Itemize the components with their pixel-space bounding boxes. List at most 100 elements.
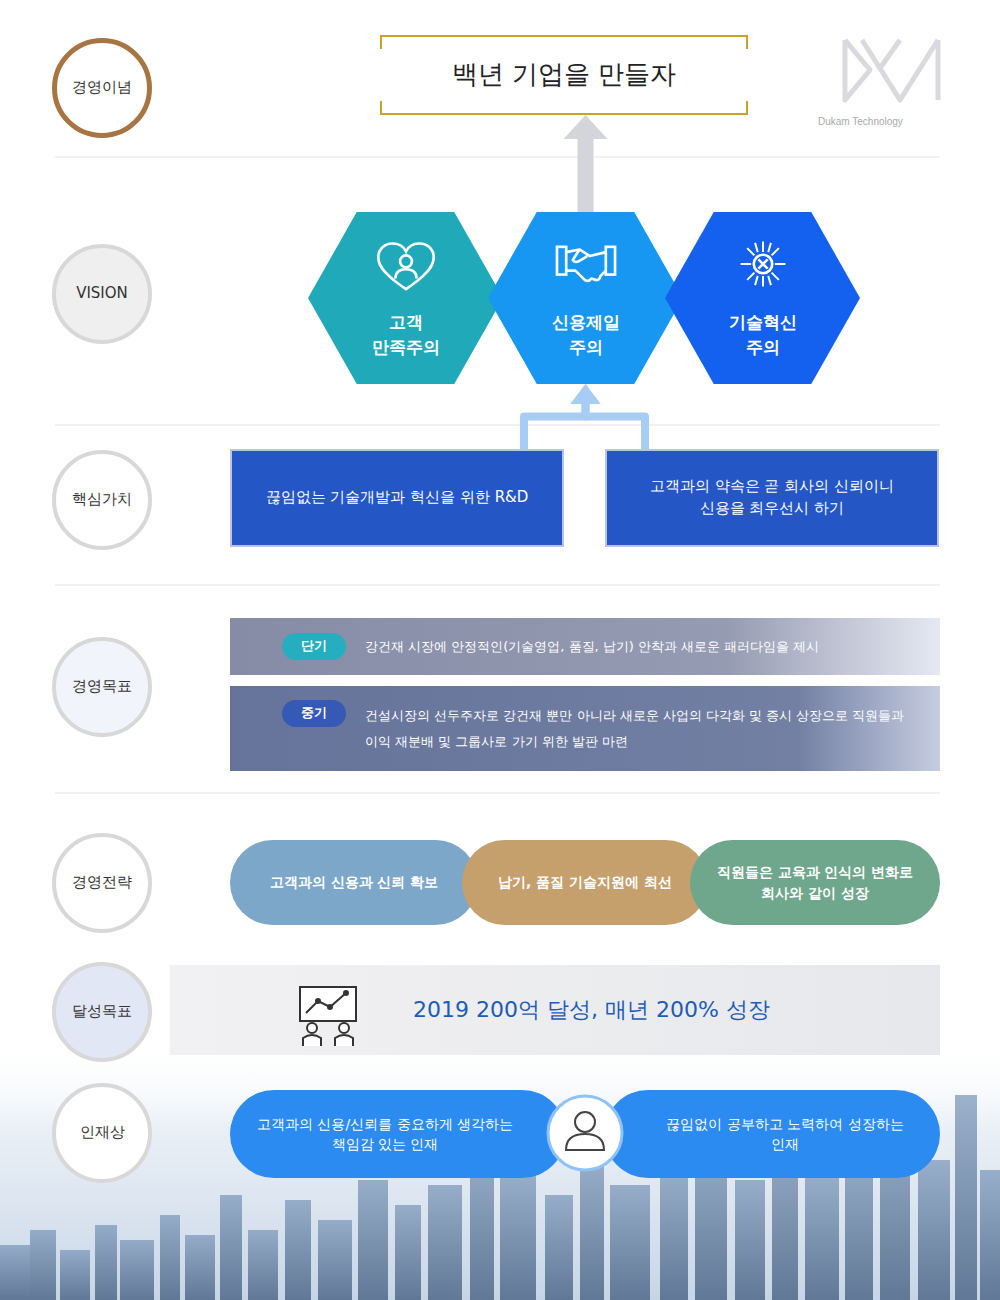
vision-icon-stroke [572,249,587,262]
skyline-part-part [318,1220,352,1300]
vision-hexagon: 기술혁신 주의 [665,212,860,384]
node-text: 경영전략 [72,872,132,894]
node-text: 건설시장의 선두주자로 강건재 뿐만 아니라 새로운 사업의 다각화 및 증시 … [365,703,920,755]
vision-icon-stroke [566,249,606,280]
skyline-part [0,1040,1000,1300]
goal-band: 강건재 시장에 안정적인(기술영업, 품질, 납기) 안착과 새로운 패러다임을… [230,618,940,675]
row-label-circle: 핵심가치 [52,450,152,550]
flow-line [578,138,594,212]
skyline [0,1040,1000,1300]
node-text: 2019 200억 달성, 매년 200% 성장 [413,994,770,1026]
skyline-part-part [428,1185,462,1300]
skyline-part-part [395,1205,421,1300]
vision-icon [730,236,796,292]
skyline-part-part [220,1195,242,1300]
core-value-box: 고객과의 약속은 곧 회사의 신뢰이니 신용을 최우선시 하기 [605,449,939,547]
node-text: 끊임없이 공부하고 노력하여 성장하는 인재 [654,1114,916,1155]
skyline-part-part [500,1175,536,1300]
node-text: 고객과의 신용/신뢰를 중요하게 생각하는 책임감 있는 인재 [254,1114,516,1155]
strategy-pill: 납기, 품질 기술지원에 최선 [462,840,708,925]
row-separators-part [55,425,940,426]
vision-icon-stroke [753,255,771,273]
vision-icon [553,236,619,292]
goal-band: 건설시장의 선두주자로 강건재 뿐만 아니라 새로운 사업의 다각화 및 증시 … [230,686,940,771]
row-label-circle: 인재상 [52,1083,152,1183]
vision-hexagon: 신용제일 주의 [488,212,683,384]
flow-arrow [571,384,646,449]
vision-icon-stroke [378,244,433,290]
hexagon-outline [665,212,860,384]
bracket-line [381,36,747,114]
hexagon-fill [308,212,503,384]
term-pill: 중기 [282,700,346,727]
person-icon-part [566,1134,604,1150]
skyline-part-part [30,1230,56,1300]
row-label-circle: VISION [52,244,152,344]
node-text: 고객 만족주의 [360,310,452,359]
skyline-part-part [95,1225,117,1300]
node-text: 핵심가치 [72,489,132,511]
vision-icon [373,236,439,292]
skyline-part-part [660,1170,688,1300]
vision-icon-stroke [556,247,565,275]
flow-line [524,403,586,449]
skyline-part-part [248,1230,278,1300]
row-separators-part [55,157,940,158]
row-label-circle: 달성목표 [52,962,152,1062]
logo-watermark: Dukam Technology [818,116,903,127]
skyline-part-part [160,1215,180,1300]
vision-icon-stroke [400,255,412,267]
vision-hexagon: 고객 만족주의 [308,212,503,384]
node-text: 달성목표 [72,1001,132,1023]
skyline-part-part [120,1240,154,1300]
talent-pill: 고객과의 신용/신뢰를 중요하게 생각하는 책임감 있는 인재 [230,1090,566,1178]
core-value-box: 끊임없는 기술개발과 혁신을 위한 R&D [230,449,564,547]
skyline-part-part [610,1185,650,1300]
arrow-head [564,115,608,139]
flow-arrow [564,115,608,212]
skyline-part-part [805,1175,839,1300]
node-text: 단기 [301,637,327,656]
row-separators [55,157,940,793]
vision-icon-stroke [395,269,416,278]
skyline-part-part [285,1200,311,1300]
node-text: 중기 [301,704,327,723]
node-text: 납기, 품질 기술지원에 최선 [498,872,672,892]
node-text: 고객과의 약속은 곧 회사의 신뢰이니 신용을 최우선시 하기 [631,476,913,520]
vision-icon-stroke [605,247,614,275]
skyline-part-part [60,1250,90,1300]
person-icon-part [575,1112,595,1132]
node-text: 백년 기업을 만들자 [452,56,677,94]
row-label-circle: 경영전략 [52,833,152,933]
hexagon-fill [488,212,683,384]
row-separators-part [55,793,940,794]
hexagon-outline [488,212,683,384]
philosophy-box: 백년 기업을 만들자 [380,35,748,115]
company-logo-part [880,40,900,68]
node-text: 고객과의 신용과 신뢰 확보 [270,872,439,892]
node-text: 경영목표 [72,676,132,698]
company-logo-part [936,40,941,100]
skyline-part-part [735,1180,765,1300]
row-label-circle: 경영이념 [52,38,152,138]
skyline-part-part [955,1095,977,1300]
node-text: 기술혁신 주의 [717,310,809,359]
skyline-part-part [185,1235,215,1300]
node-text: 끊임없는 기술개발과 혁신을 위한 R&D [266,487,529,509]
row-label-circle: 경영목표 [52,637,152,737]
flow-line [586,403,646,449]
node-text: VISION [76,283,128,305]
skyline-part-part [358,1180,388,1300]
company-logo [845,40,938,100]
skyline-part-part [580,1160,604,1300]
target-band: 2019 200억 달성, 매년 200% 성장 [170,965,940,1055]
term-pill: 단기 [282,633,346,660]
talent-pill: 끊임없이 공부하고 노력하여 성장하는 인재 [604,1090,940,1178]
vision-icon-stroke [758,259,767,268]
row-separators-part [55,585,940,586]
strategy-pill: 직원들은 교육과 인식의 변화로 회사와 같이 성장 [690,840,940,925]
hexagon-outline [308,212,503,384]
skyline-part-part [980,1170,1000,1300]
node-text: 직원들은 교육과 인식의 변화로 회사와 같이 성장 [714,862,916,903]
